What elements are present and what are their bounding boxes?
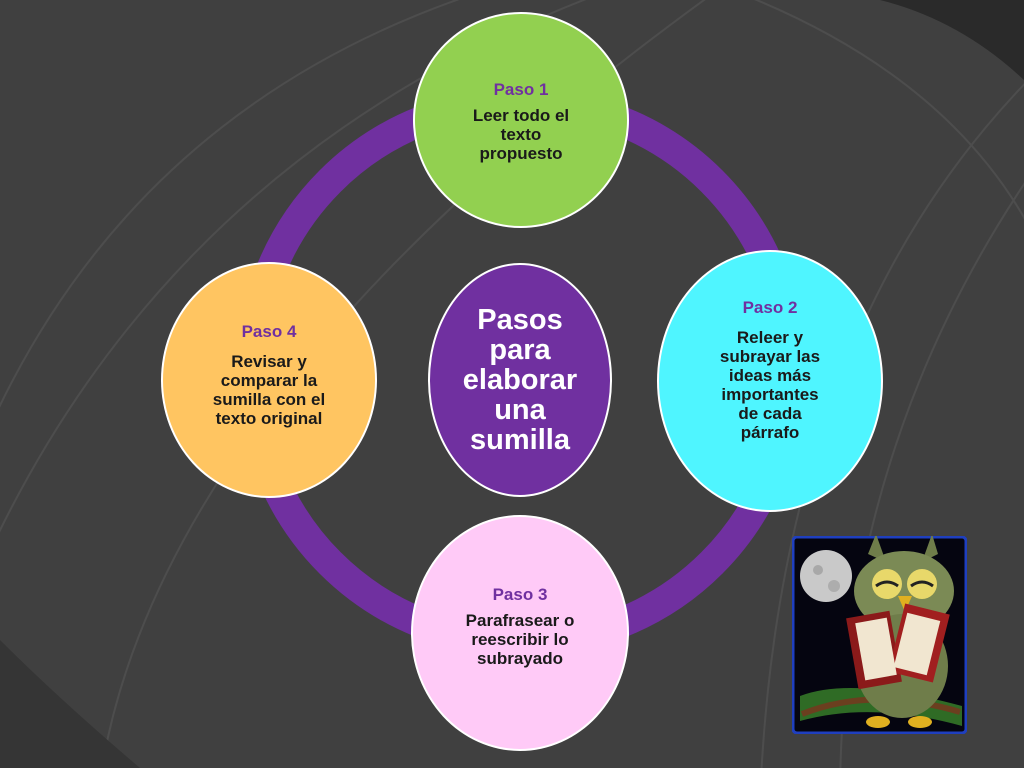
step-4-text: Revisar y comparar la sumilla con el tex… [212, 352, 326, 428]
step-2-title: Paso 2 [742, 298, 798, 317]
owl-reading-book-icon [792, 536, 967, 734]
step-3-text: Parafrasear o reescribir lo subrayado [465, 611, 575, 668]
step-4-circle: Paso 4 Revisar y comparar la sumilla con… [161, 262, 377, 498]
step-1-circle: Paso 1 Leer todo el texto propuesto [413, 12, 629, 228]
step-4-title: Paso 4 [241, 322, 297, 341]
step-2-circle: Paso 2 Releer y subrayar las ideas más i… [657, 250, 883, 512]
step-1-text: Leer todo el texto propuesto [472, 106, 570, 163]
center-title: Pasos para elaborar una sumilla [462, 304, 578, 456]
step-2-text: Releer y subrayar las ideas más importan… [719, 328, 821, 442]
step-3-title: Paso 3 [492, 585, 548, 604]
center-circle: Pasos para elaborar una sumilla [428, 263, 612, 497]
step-3-circle: Paso 3 Parafrasear o reescribir lo subra… [411, 515, 629, 751]
step-1-title: Paso 1 [493, 80, 549, 99]
